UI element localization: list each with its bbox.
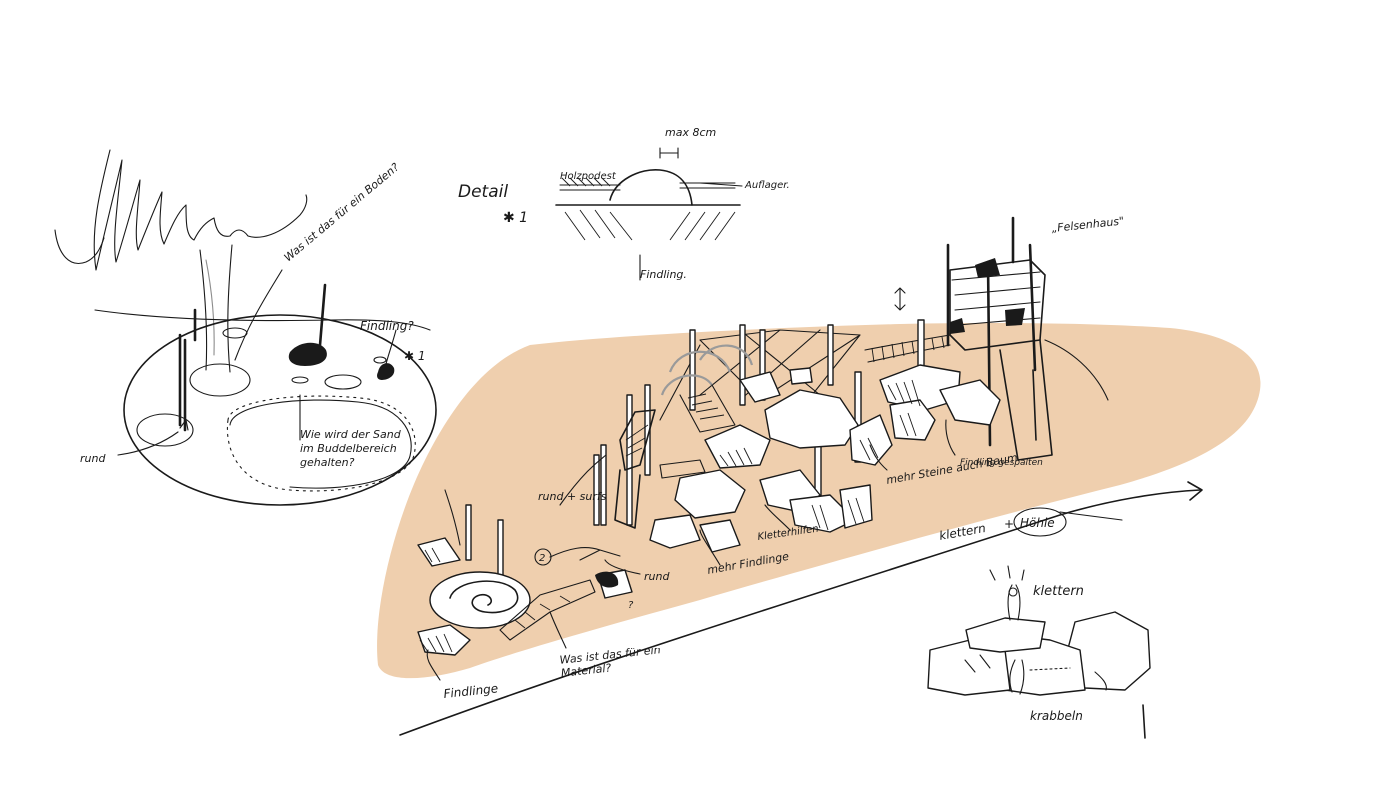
left-sand-question: Wie wird der Sand im Buddelbereich gehal… [300,428,401,469]
spiral-structure [429,549,621,641]
detail-section-drawing: Detail ✱ 1 max 8cm Holzpodest Auflager. … [458,126,790,281]
detail-ref-mark: ✱ 1 [503,210,528,226]
label-rund-surfs: rund + surfs [538,490,607,503]
detail-bottom-label: Findling. [640,268,687,281]
left-findling-label: Findling? [360,319,414,333]
detail-left-label: Holzpodest [560,171,617,182]
marker-number: 2 [539,553,545,564]
left-ref-mark: ✱ 1 [404,349,426,363]
main-playground-plan: „Felsenhaus" [377,214,1261,736]
left-floor-question: Was ist das für ein Boden? [282,161,402,265]
left-tree-pit-sketch: Was ist das für ein Boden? Findling? ✱ 1… [54,149,437,506]
label-findling-gespalten: Findling gespalten [960,458,1043,468]
marker-question: ? [628,600,634,611]
label-plus: + [1004,517,1014,531]
label-findlinge: Findlinge [443,681,499,701]
detail-max-label: max 8cm [665,126,716,139]
inset-klettern-label: klettern [1033,584,1084,599]
tube-rings [660,344,754,433]
label-rund-plan: rund [644,570,670,583]
label-hoehle: Höhle [1020,516,1055,530]
detail-right-label: Auflager. [744,180,790,191]
felsenhaus-tower [946,216,1109,461]
rock-hatching [419,379,921,653]
inset-krabbeln-label: krabbeln [1030,709,1083,723]
boulders [417,364,1001,656]
label-material-question: Was ist das für ein Material? [560,648,661,680]
felsenhaus-label: „Felsenhaus" [1051,214,1125,235]
detail-title: Detail [458,182,508,202]
inset-climb-crawl-sketch: klettern krabbeln [927,565,1151,739]
left-rund-label: rund [80,452,106,465]
hoehle-circle [1013,507,1067,537]
